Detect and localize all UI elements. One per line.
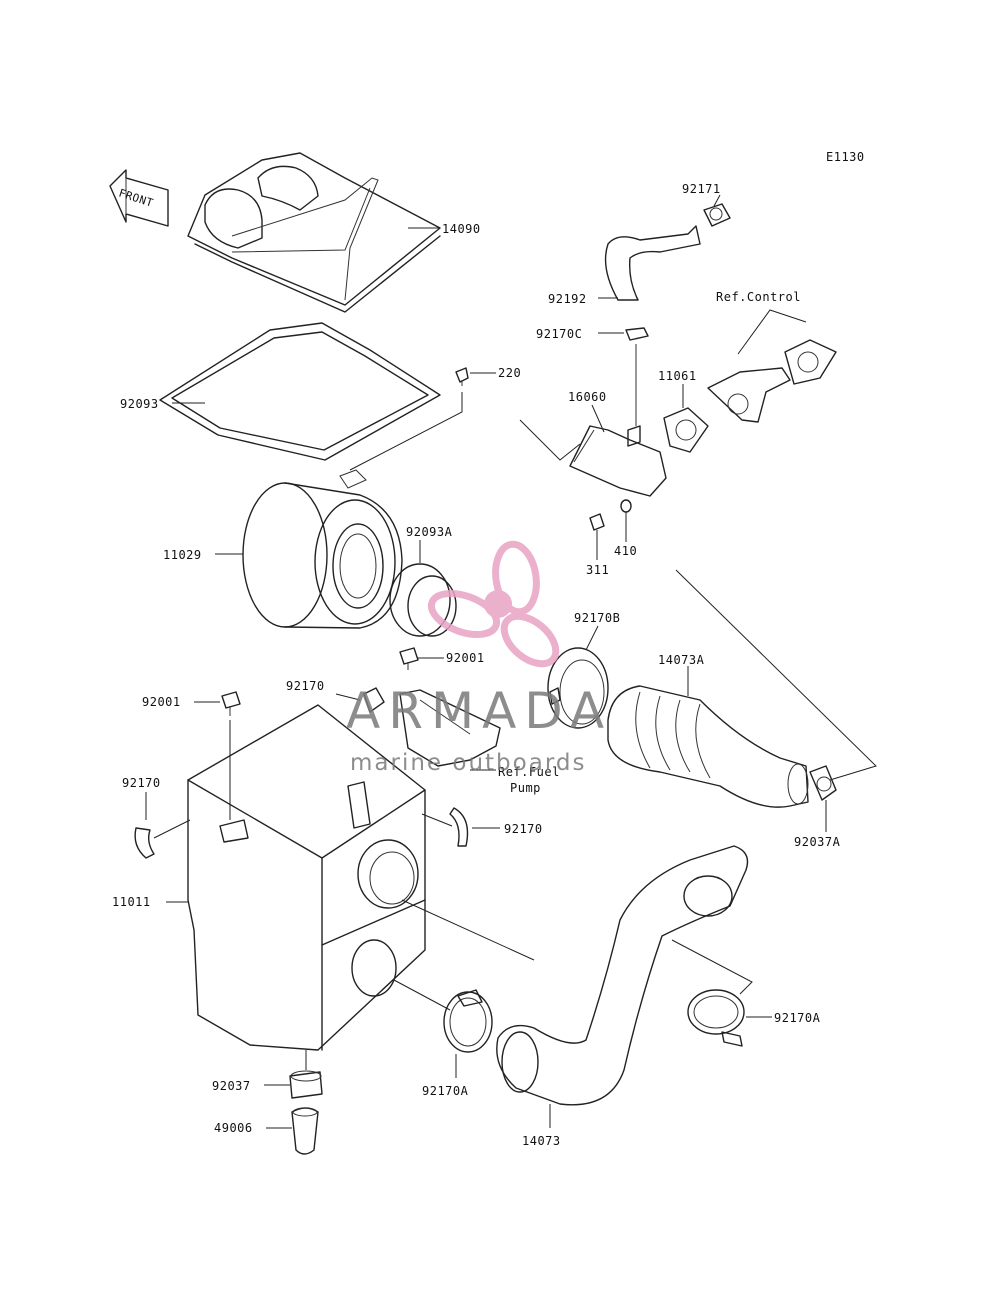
callout-92170C: 92170C <box>536 327 582 341</box>
intake-duct-14073 <box>496 845 749 1106</box>
control-bracket-ref <box>707 339 837 423</box>
bolt-92001-left <box>221 691 241 716</box>
hose-92192 <box>604 225 701 301</box>
gasket-92093 <box>159 322 441 461</box>
callout-311: 311 <box>586 563 609 577</box>
callout-92093A: 92093A <box>406 525 453 539</box>
guide-duct-lower <box>671 939 753 995</box>
callout-92001-upper: 92001 <box>446 651 485 665</box>
front-label: FRONT <box>117 186 155 209</box>
callout-ref-fuel-pump-1: Ref.Fuel <box>498 765 560 779</box>
armada-watermark: ARMADA marine outboards <box>346 540 612 776</box>
diagram-id: E1130 <box>826 150 865 164</box>
guide-92170-right <box>421 813 453 827</box>
callout-92170B: 92170B <box>574 611 620 625</box>
watermark-tagline: marine outboards <box>350 750 586 776</box>
callout-92001-left: 92001 <box>142 695 181 709</box>
callout-92170A-bottom: 92170A <box>422 1084 469 1098</box>
guide-16060 <box>519 419 581 461</box>
callout-92093: 92093 <box>120 397 159 411</box>
leader-92170B <box>585 625 599 651</box>
fuel-pump-bracket-ref <box>399 689 501 767</box>
callout-92170-top: 92170 <box>286 679 325 693</box>
bolt-92001-upper <box>399 647 419 670</box>
guide-line-right <box>675 569 877 781</box>
clamp-92037 <box>289 1070 323 1099</box>
drain-hose-49006 <box>291 1107 319 1155</box>
clamp-92170A-bottom <box>443 989 493 1053</box>
clip-92170C <box>625 327 649 341</box>
callout-410: 410 <box>614 544 637 558</box>
ring-92170B <box>547 647 609 729</box>
clamp-92037A <box>809 765 837 801</box>
callout-ref-control: Ref.Control <box>716 290 801 304</box>
air-box-cover-14090 <box>187 152 441 313</box>
callout-11011: 11011 <box>112 895 151 909</box>
leader-16060 <box>591 404 605 433</box>
gasket-11061 <box>663 407 709 453</box>
callout-ref-fuel-pump-2: Pump <box>510 781 541 795</box>
air-box-11011 <box>187 704 426 1051</box>
clip-92170-left <box>134 827 155 859</box>
clamp-92171 <box>703 203 731 227</box>
clip-92170-right <box>449 807 469 847</box>
bolt-220 <box>455 367 469 386</box>
callout-92170A-right: 92170A <box>774 1011 821 1025</box>
air-filter-element-11029 <box>242 469 403 629</box>
callout-11061: 11061 <box>658 369 697 383</box>
leader-ref-control <box>737 309 807 355</box>
leader-92171 <box>713 194 721 207</box>
clip-92170-top <box>363 687 385 713</box>
guide-92170-left <box>153 819 191 839</box>
callout-16060: 16060 <box>568 390 607 404</box>
leader-92170-top <box>335 693 361 701</box>
callout-92171: 92171 <box>682 182 721 196</box>
callout-49006: 49006 <box>214 1121 253 1135</box>
callout-11029: 11029 <box>163 548 202 562</box>
callout-14090: 14090 <box>442 222 481 236</box>
washer-410 <box>620 499 632 513</box>
ring-92093A <box>389 563 457 637</box>
front-arrow-icon <box>109 169 169 227</box>
intake-boot-14073A <box>607 685 809 808</box>
guide-92170A-bottom <box>393 979 451 1011</box>
callout-220: 220 <box>498 366 521 380</box>
clamp-92170A-right <box>687 989 745 1047</box>
callout-92037: 92037 <box>212 1079 251 1093</box>
callout-92037A: 92037A <box>794 835 841 849</box>
nut-311 <box>589 513 605 531</box>
watermark-brand: ARMADA <box>346 682 612 740</box>
propeller-logo-icon <box>427 540 560 668</box>
guide-duct-upper <box>401 899 535 961</box>
callout-14073A: 14073A <box>658 653 705 667</box>
leader-220-down <box>349 392 463 471</box>
callout-92170-right: 92170 <box>504 822 543 836</box>
callout-92192: 92192 <box>548 292 587 306</box>
callout-14073: 14073 <box>522 1134 561 1148</box>
callout-92170-left: 92170 <box>122 776 161 790</box>
throttle-body-16060 <box>569 344 667 497</box>
